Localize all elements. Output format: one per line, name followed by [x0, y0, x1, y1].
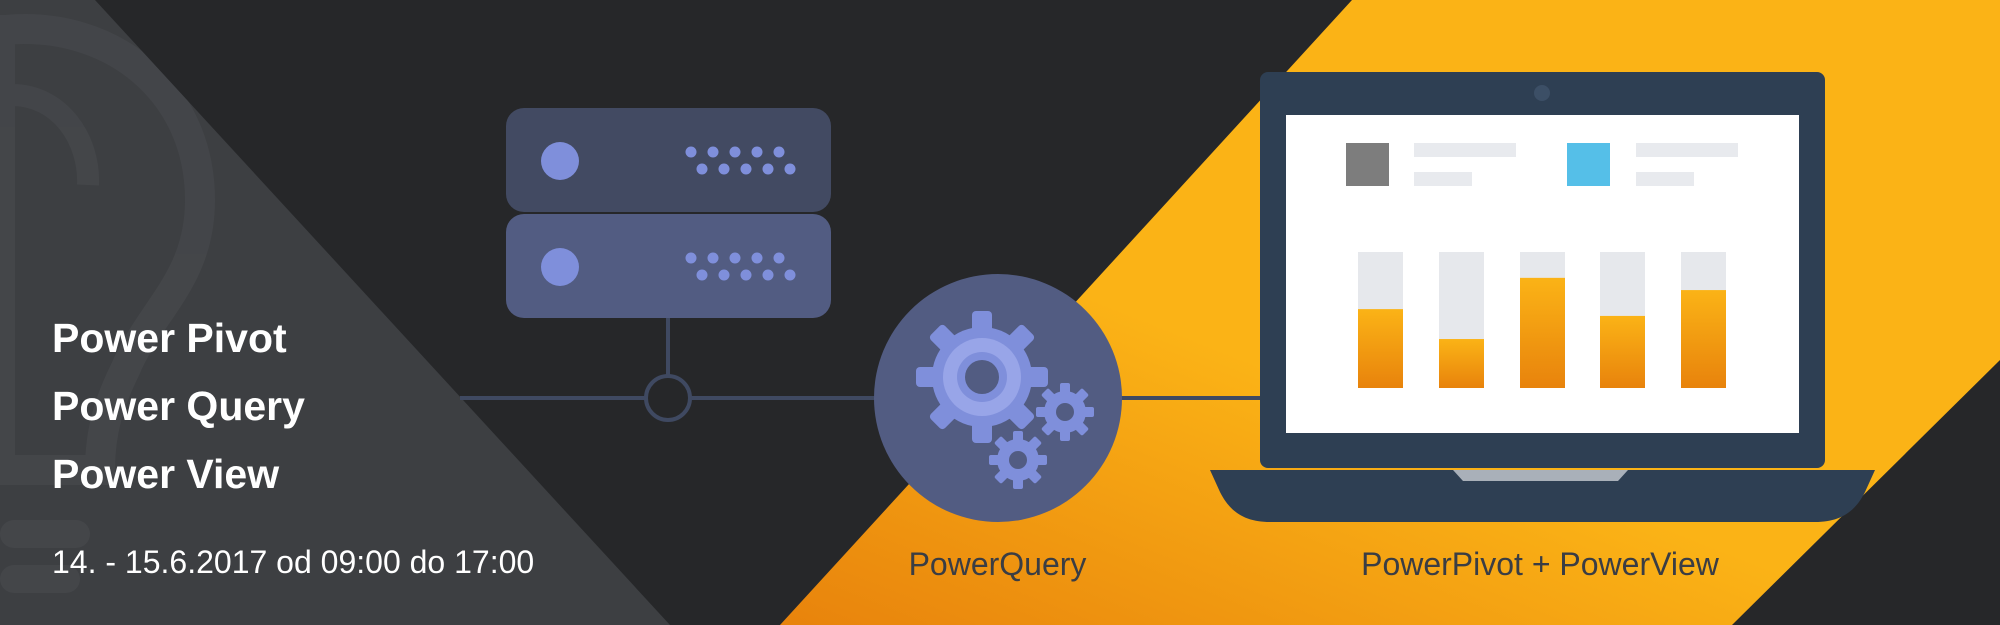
- legend-line: [1414, 143, 1516, 157]
- caption-powerpivot-powerview: PowerPivot + PowerView: [1361, 546, 1719, 582]
- legend-line: [1636, 143, 1738, 157]
- legend-swatch-cyan: [1567, 143, 1610, 186]
- left-panel: [0, 0, 670, 625]
- connector-node: [644, 374, 692, 422]
- gears-icon: [874, 274, 1122, 522]
- laptop-icon: [1210, 72, 1875, 522]
- laptop-base: [1210, 470, 1875, 522]
- laptop-camera: [1534, 85, 1550, 101]
- connector-lines: [460, 318, 1262, 422]
- legend-line: [1636, 172, 1694, 186]
- dashboard-bars: [1358, 252, 1726, 388]
- bar-fill: [1439, 339, 1484, 388]
- title-power-view: Power View: [52, 451, 280, 497]
- legend-swatch-gray: [1346, 143, 1389, 186]
- server-icon: [506, 108, 831, 318]
- bar-fill: [1681, 290, 1726, 388]
- title-power-query: Power Query: [52, 383, 305, 429]
- bar-fill: [1520, 277, 1565, 388]
- title-power-pivot: Power Pivot: [52, 315, 287, 361]
- laptop-notch: [1453, 470, 1628, 481]
- bulb-watermark-icon: [0, 14, 216, 593]
- legend-line: [1414, 172, 1472, 186]
- event-date: 14. - 15.6.2017 od 09:00 do 17:00: [52, 544, 535, 580]
- caption-powerquery: PowerQuery: [908, 546, 1087, 582]
- bar-fill: [1600, 315, 1645, 388]
- bar-fill: [1358, 309, 1403, 388]
